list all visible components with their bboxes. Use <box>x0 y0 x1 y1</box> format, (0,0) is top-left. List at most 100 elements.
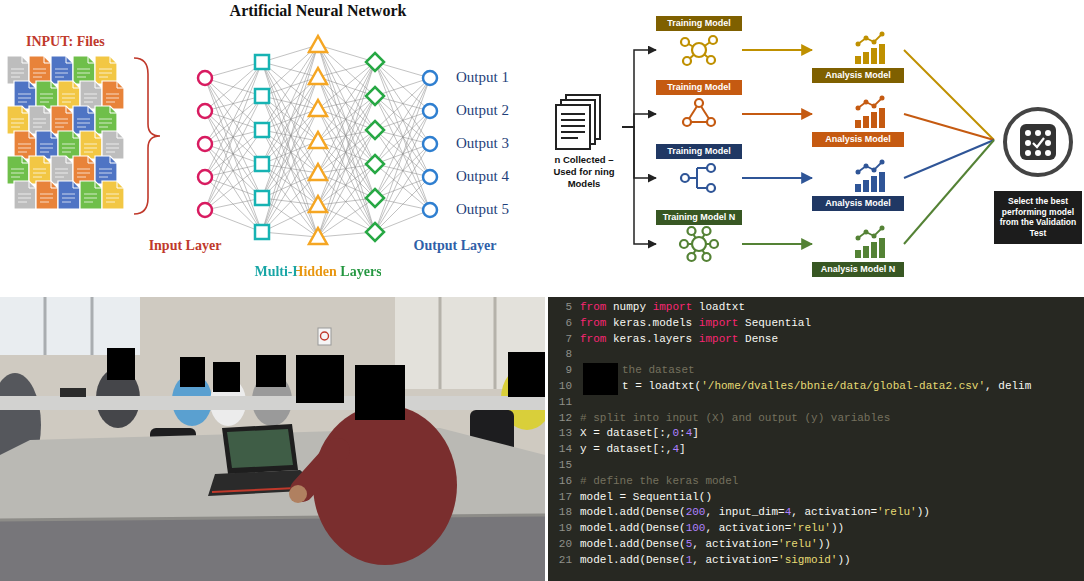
training-icon <box>681 174 689 182</box>
neuron <box>309 100 327 116</box>
selection-box: Select the best performing model from th… <box>994 105 1082 244</box>
line-number: 12 <box>559 411 572 427</box>
code-line: y = dataset[:,4] <box>580 442 686 458</box>
network-connection <box>205 78 262 96</box>
classroom-photo <box>355 365 405 420</box>
classroom-photo <box>256 355 286 387</box>
code-line: # define the keras model <box>580 474 738 490</box>
classroom-photo <box>321 332 329 340</box>
file-stack <box>51 56 73 84</box>
code-token: from <box>580 301 606 313</box>
network-connection <box>205 62 262 177</box>
training-icon <box>710 240 718 248</box>
analysis-chart-icon <box>879 172 885 192</box>
analysis-chart-icon <box>880 32 885 37</box>
network-connection <box>205 78 262 198</box>
code-token: 0 <box>672 427 679 439</box>
training-icon <box>683 57 691 65</box>
code-token: from <box>580 333 606 345</box>
analysis-chart-icon <box>855 184 861 192</box>
code-token: numpy <box>606 301 652 313</box>
network-connection <box>318 96 375 173</box>
file-stack <box>95 156 117 184</box>
network-connection <box>205 62 262 144</box>
code-line: model.add(Dense(1, activation='sigmoid')… <box>580 553 851 569</box>
analysis-chart-icon <box>872 234 877 239</box>
training-icon <box>688 253 696 261</box>
network-connection <box>205 62 262 210</box>
network-connection <box>205 210 262 232</box>
redaction-box <box>583 363 618 395</box>
code-line: # split into input (X) and output (y) va… <box>580 411 890 427</box>
network-connection <box>375 177 430 232</box>
analysis-chart-icon <box>856 106 861 111</box>
analysis-chart-icon <box>879 108 885 128</box>
code-token: t = loadtxt( <box>622 380 701 392</box>
training-icon <box>695 99 703 107</box>
code-token: model = Sequential() <box>580 491 712 503</box>
file-stack <box>58 131 80 159</box>
connector-arrow <box>742 113 812 115</box>
line-number: 10 <box>559 379 572 395</box>
training-icon <box>683 118 691 126</box>
analysis-chart-icon <box>871 176 877 192</box>
file-stack <box>7 56 124 209</box>
code-token: loadtxt <box>692 301 745 313</box>
selection-icon <box>1025 140 1031 146</box>
analysis-model-text: Analysis Model <box>812 132 904 147</box>
training-model: Training Model <box>656 16 742 68</box>
network-connection <box>262 232 318 237</box>
neuron <box>255 225 269 239</box>
data-source: n Collected – Used for ning Models <box>546 92 622 190</box>
network-connection <box>318 45 375 62</box>
neuron <box>309 68 327 84</box>
network-connection <box>318 130 375 205</box>
file-stack <box>36 181 58 209</box>
selection-icon <box>1020 124 1056 160</box>
classroom-photo <box>0 428 545 520</box>
neuron <box>309 164 327 180</box>
file-stack <box>102 131 124 159</box>
training-icon <box>681 164 715 192</box>
code-line: the dataset <box>622 363 695 379</box>
code-token: )) <box>917 506 930 518</box>
analysis-chart-icon <box>871 112 877 128</box>
selection-box-text: Select the best performing model from th… <box>994 191 1082 244</box>
output-label: Output 2 <box>456 102 509 119</box>
network-connection <box>205 144 262 164</box>
analysis-chart-icon <box>858 162 882 172</box>
network-connection <box>262 164 318 173</box>
network-connection <box>205 164 262 210</box>
file-stack <box>29 106 51 134</box>
neuron <box>423 71 437 85</box>
network-connection <box>262 141 318 198</box>
training-icon <box>707 118 715 126</box>
neuron <box>309 196 327 212</box>
training-icon <box>692 237 706 251</box>
code-line: from numpy import loadtxt <box>580 300 745 316</box>
network-connection <box>375 62 430 177</box>
network-connection <box>262 45 318 62</box>
network-connection <box>205 177 262 232</box>
neuron <box>255 89 269 103</box>
analysis-model: Analysis Model <box>812 96 904 147</box>
analysis-model-text: Analysis Model N <box>812 262 904 277</box>
code-line: model.add(Dense(100, activation='relu')) <box>580 521 844 537</box>
code-token: keras.layers <box>606 333 698 345</box>
file-stack <box>29 56 51 84</box>
connector-arrow <box>742 177 812 179</box>
selection-icon <box>1035 130 1041 136</box>
layer-label: Multi-Hidden Layers <box>254 264 381 280</box>
training-icon <box>707 184 715 192</box>
network-connection <box>205 78 262 164</box>
line-number: 19 <box>559 521 572 537</box>
analysis-model: Analysis Model <box>812 32 904 83</box>
training-icon <box>696 168 698 188</box>
file-stack <box>95 106 117 134</box>
analysis-model: Analysis Model <box>812 160 904 211</box>
analysis-chart-icon <box>864 36 869 41</box>
classroom-photo <box>213 362 240 392</box>
file-stack <box>58 181 80 209</box>
